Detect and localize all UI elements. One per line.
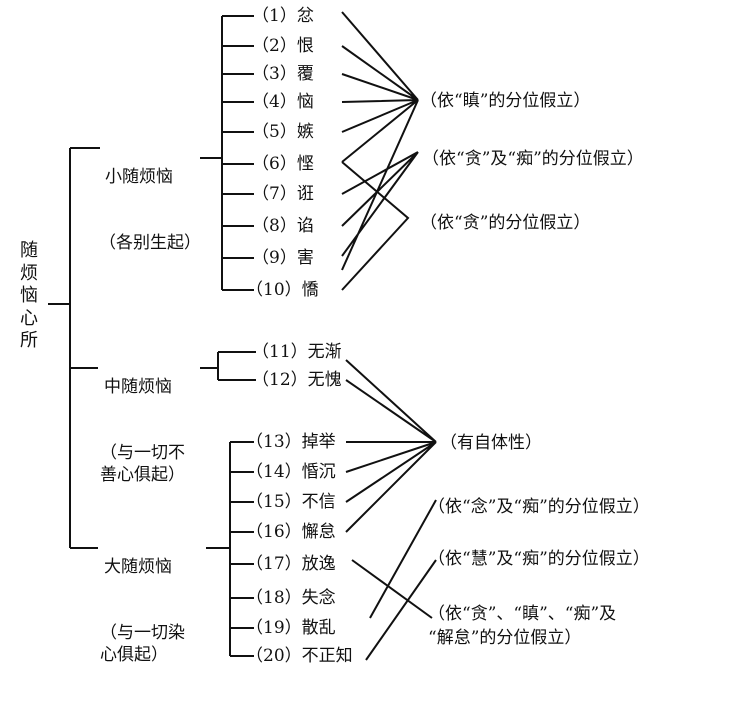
item-9: （9）害 [252, 248, 314, 268]
item-11: （11）无渐 [252, 342, 342, 362]
item-7: （7）诳 [252, 184, 314, 204]
connectors-group1 [341, 11, 419, 291]
group-small-name: 小随烦恼 [105, 167, 173, 187]
item-15: （15）不信 [246, 492, 336, 512]
annotation-hui-chi: （依“慧”及“痴”的分位假立） [428, 549, 650, 569]
item-5: （5）嫉 [252, 122, 314, 142]
connectors-group2-3 [345, 359, 437, 533]
group-small: 小随烦恼 （各别生起） [99, 122, 201, 298]
diagram-stage: 随烦恼心所 小随烦恼 （各别生起） 中随烦恼 （与一切不 善心俱起） 大随烦恼 … [20, 6, 650, 666]
item-14: （14）惛沉 [246, 462, 336, 482]
item-12: （12）无愧 [252, 370, 342, 390]
item-6: （6）悭 [252, 154, 314, 174]
annotation-tan: （依“贪”的分位假立） [420, 213, 591, 233]
group1-bracket [200, 15, 254, 291]
item-13: （13）掉举 [246, 432, 336, 452]
item-2: （2）恨 [252, 36, 314, 56]
item-10: （10）憍 [246, 280, 319, 300]
root-label: 随烦恼心所 [20, 240, 38, 351]
root-bracket [48, 147, 100, 549]
item-1: （1）忿 [252, 6, 314, 26]
annotation-tan-chi: （依“贪”及“痴”的分位假立） [422, 149, 644, 169]
annotation-self: （有自体性） [440, 433, 542, 453]
group-large-sub: （与一切染 心俱起） [100, 623, 185, 665]
item-19: （19）散乱 [246, 618, 336, 638]
group2-bracket [200, 351, 256, 381]
item-20: （20）不正知 [246, 646, 353, 666]
group3-bracket [206, 441, 254, 657]
annotation-combined: （依“贪”、“瞋”、“痴”及 “解怠”的分位假立） [428, 604, 617, 648]
item-18: （18）失念 [246, 588, 336, 608]
group-large-name: 大随烦恼 [104, 557, 172, 577]
item-17: （17）放逸 [246, 554, 336, 574]
group-middle-name: 中随烦恼 [104, 377, 172, 397]
annotation-chen: （依“瞋”的分位假立） [420, 91, 591, 111]
annotation-nian-chi: （依“念”及“痴”的分位假立） [428, 497, 650, 517]
item-8: （8）谄 [252, 216, 314, 236]
group-large: 大随烦恼 （与一切染 心俱起） [100, 512, 185, 710]
group-middle-sub: （与一切不 善心俱起） [100, 443, 185, 485]
group-middle: 中随烦恼 （与一切不 善心俱起） [100, 332, 185, 530]
item-16: （16）懈怠 [246, 522, 336, 542]
group-small-sub: （各别生起） [99, 233, 201, 253]
item-4: （4）恼 [252, 92, 314, 112]
connectors-lower [351, 499, 437, 661]
connector-lines [48, 11, 437, 661]
item-3: （3）覆 [252, 64, 314, 84]
